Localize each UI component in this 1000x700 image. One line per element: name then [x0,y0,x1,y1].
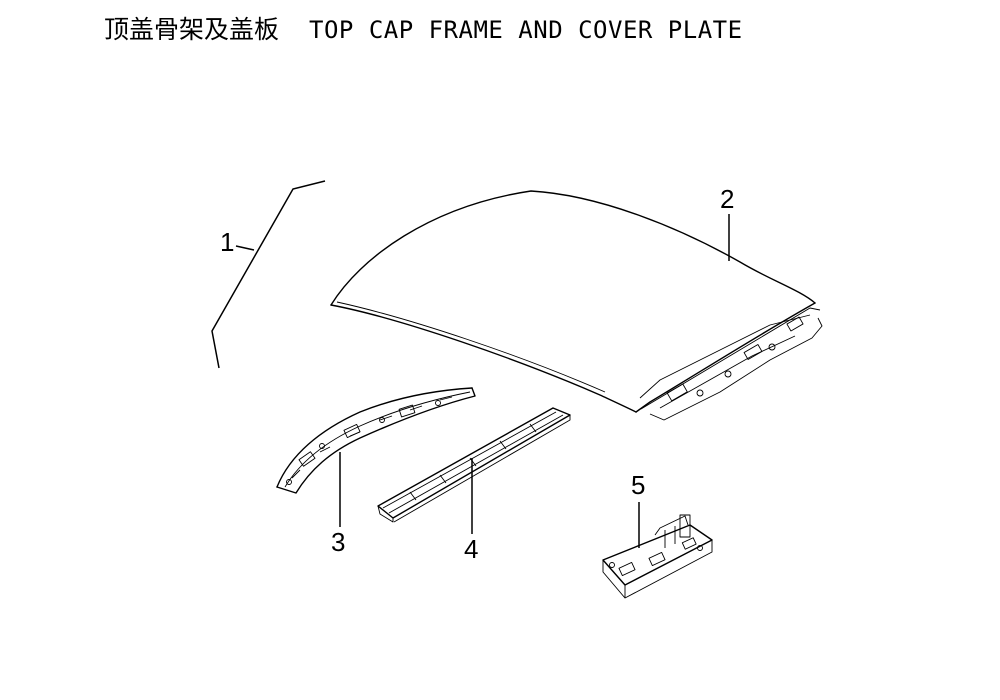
roof-cover-plate [330,190,823,421]
callout-4-label: 4 [464,534,478,564]
callout-5[interactable]: 5 [631,470,645,548]
callout-2-label: 2 [720,184,734,214]
callout-5-label: 5 [631,470,645,500]
callout-1-label: 1 [220,227,234,257]
callout-1[interactable]: 1 [220,227,255,257]
bracket-assembly-1 [211,180,326,369]
title-english: TOP CAP FRAME AND COVER PLATE [309,16,743,44]
callout-2[interactable]: 2 [720,184,734,261]
callout-4[interactable]: 4 [464,458,478,564]
title-chinese: 顶盖骨架及盖板 [104,15,280,44]
roof-bracket-plate [602,514,713,599]
rear-roof-bow [377,407,571,523]
page-title: 顶盖骨架及盖板 TOP CAP FRAME AND COVER PLATE [104,10,743,46]
callout-3[interactable]: 3 [331,452,345,557]
front-roof-bow [276,387,476,494]
callout-3-label: 3 [331,527,345,557]
